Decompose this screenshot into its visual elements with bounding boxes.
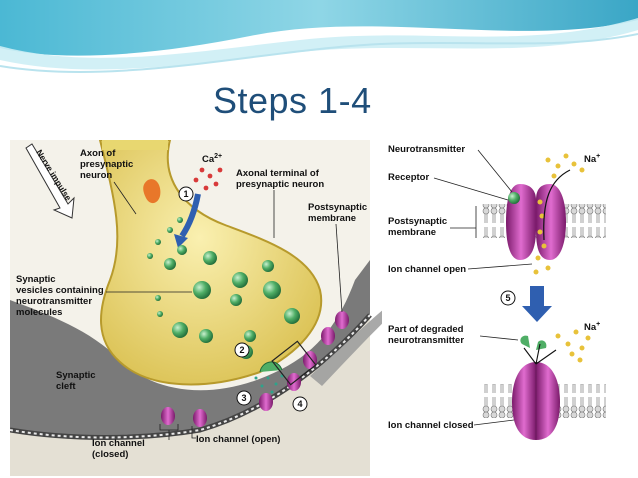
closed-channel-bracket — [159, 424, 179, 440]
step-4: 4 — [292, 396, 308, 412]
sodium-label-bottom: Na+ — [584, 321, 600, 333]
sodium-ions-top — [533, 153, 585, 275]
degraded-neurotransmitter — [520, 335, 547, 350]
step-3: 3 — [236, 390, 252, 406]
slide-title: Steps 1-4 — [213, 80, 372, 121]
open-channel-bracket — [191, 426, 196, 439]
calcium-influx-arrow — [179, 193, 201, 238]
sodium-label-top: Na+ — [584, 153, 600, 165]
synapse-diagram: Nerve impulse — [10, 140, 610, 476]
zoom-box — [271, 340, 317, 386]
membrane-right-bracket — [450, 206, 477, 238]
ion-channel-open-pointer — [467, 263, 533, 270]
neurotransmitter-label: Neurotransmitter — [388, 144, 465, 155]
banner-wave-front — [0, 18, 638, 70]
axon-pointer — [113, 181, 137, 215]
closed-channel — [512, 362, 560, 440]
svg-text:4: 4 — [297, 399, 302, 409]
step-2: 2 — [234, 342, 250, 358]
svg-text:3: 3 — [241, 393, 246, 403]
step-5: 5 — [500, 290, 516, 306]
ion-channel-closed-label-right: Ion channel closed — [388, 420, 474, 431]
ion-channel-open-label: Ion channel (open) — [196, 434, 280, 445]
degraded-arrows — [523, 343, 557, 365]
released-neurotransmitter — [254, 374, 284, 394]
header-banner — [0, 0, 638, 73]
axonal-terminal-label: Axonal terminal of presynaptic neuron — [236, 168, 324, 190]
postsynaptic-membrane-label: Postsynaptic membrane — [308, 202, 370, 224]
fusing-vesicle — [259, 361, 283, 373]
svg-text:2: 2 — [239, 345, 244, 355]
synaptic-cleft-label: Synaptic cleft — [56, 370, 98, 392]
axon — [102, 140, 168, 150]
ion-channel-open-label-right: Ion channel open — [388, 264, 466, 275]
postsynaptic-cell — [10, 315, 370, 476]
degraded-pointer — [479, 335, 519, 341]
receptor-bound-nt — [508, 192, 520, 204]
right-panel: Na+ Neurotransmitter Receptor Postsynapt… — [382, 140, 610, 476]
axon-label: Axon of presynaptic neuron — [80, 148, 136, 181]
banner-wave-line — [0, 33, 638, 73]
neurotransmitter-pointer — [477, 149, 513, 193]
degraded-label: Part of degraded neurotransmitter — [388, 324, 466, 346]
calcium-ions — [193, 167, 223, 191]
banner-wave-back — [0, 0, 638, 56]
sodium-ions-bottom — [555, 329, 591, 363]
svg-text:1: 1 — [183, 189, 188, 199]
calcium-channel — [143, 179, 161, 204]
postsynaptic-ion-channels — [161, 311, 349, 427]
step-5-arrow — [522, 286, 552, 322]
step-1: 1 — [178, 186, 194, 202]
ion-channel-closed-pointer — [473, 419, 515, 426]
receptor-label: Receptor — [388, 172, 429, 183]
svg-text:5: 5 — [505, 293, 510, 303]
ion-channel-closed-label: Ion channel (closed) — [92, 438, 147, 460]
calcium-arrow-head — [174, 234, 188, 248]
postsynaptic-membrane-right-label: Postsynaptic membrane — [388, 216, 450, 238]
synaptic-vesicles-label: Synaptic vesicles containing neurotransm… — [16, 274, 106, 318]
calcium-label: Ca2+ — [202, 153, 222, 165]
membrane-pointer — [335, 223, 343, 313]
sodium-flow-arrow — [543, 169, 571, 241]
receptor-pointer — [433, 177, 509, 201]
